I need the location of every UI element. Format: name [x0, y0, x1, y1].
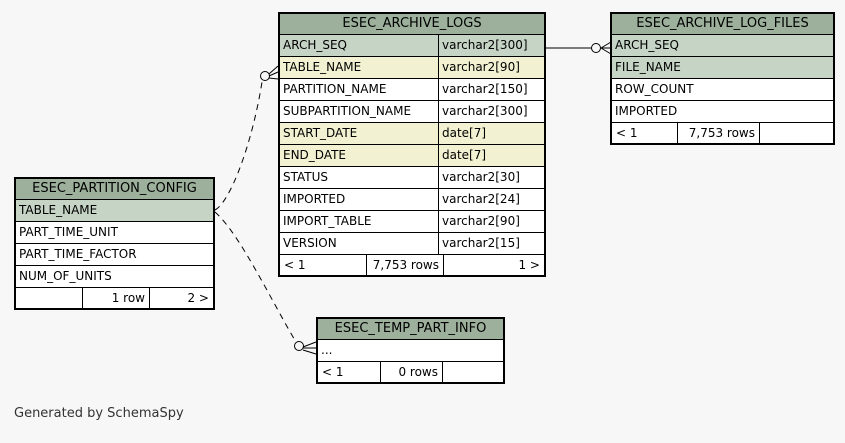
column-name: PARTITION_NAME [283, 82, 387, 96]
column-name: TABLE_NAME [283, 60, 362, 74]
column-type: varchar2[300] [438, 35, 544, 56]
column-name: ARCH_SEQ [283, 38, 347, 52]
pager-prev[interactable]: < 1 [284, 258, 306, 272]
pager-next [443, 362, 503, 382]
column-name: SUBPARTITION_NAME [283, 104, 412, 118]
table-title[interactable]: ESEC_ARCHIVE_LOGS [280, 14, 544, 35]
column-name: IMPORTED [283, 192, 346, 206]
table-title[interactable]: ESEC_PARTITION_CONFIG [16, 179, 213, 200]
column-name: ... [321, 343, 333, 357]
pager-next[interactable]: 1 > [518, 258, 540, 272]
pager-prev[interactable]: < 1 [616, 126, 638, 140]
column-type: varchar2[90] [438, 57, 544, 78]
table-esec-partition-config: ESEC_PARTITION_CONFIG TABLE_NAME PART_TI… [14, 177, 215, 310]
generated-by-note: Generated by SchemaSpy [14, 406, 184, 421]
column-name: STATUS [283, 170, 329, 184]
column-name: END_DATE [283, 148, 347, 162]
column-row: STATUS varchar2[30] [280, 167, 544, 189]
column-row: IMPORTED [612, 101, 833, 123]
column-row: ARCH_SEQ [612, 35, 833, 57]
relationship-table-name-dashed [214, 65, 279, 211]
column-type: date[7] [438, 145, 544, 166]
table-footer: < 1 7,753 rows [612, 123, 833, 143]
column-name: ARCH_SEQ [615, 38, 679, 52]
row-count: 1 row [82, 288, 150, 308]
column-row: SUBPARTITION_NAME varchar2[300] [280, 101, 544, 123]
column-row: TABLE_NAME varchar2[90] [280, 57, 544, 79]
column-row: PART_TIME_FACTOR [16, 244, 213, 266]
column-type: date[7] [438, 123, 544, 144]
pager-next[interactable]: 2 > [187, 291, 209, 305]
crows-foot-icon [268, 65, 279, 80]
table-footer: 1 row 2 > [16, 288, 213, 308]
column-row: ROW_COUNT [612, 79, 833, 101]
column-row: VERSION varchar2[15] [280, 233, 544, 255]
crows-foot-icon [302, 341, 317, 355]
column-type: varchar2[150] [438, 79, 544, 100]
pager-prev [16, 288, 82, 308]
column-name: FILE_NAME [615, 60, 681, 74]
column-name: IMPORTED [615, 104, 678, 118]
table-esec-archive-logs: ESEC_ARCHIVE_LOGS ARCH_SEQ varchar2[300]… [278, 12, 546, 277]
table-footer: < 1 7,753 rows 1 > [280, 255, 544, 275]
column-row: NUM_OF_UNITS [16, 266, 213, 288]
column-type: varchar2[30] [438, 167, 544, 188]
row-count: 7,753 rows [366, 255, 444, 275]
column-row: PARTITION_NAME varchar2[150] [280, 79, 544, 101]
pager-next [760, 123, 833, 143]
column-row: TABLE_NAME [16, 200, 213, 222]
column-name: NUM_OF_UNITS [19, 269, 112, 283]
column-row: ... [318, 340, 503, 362]
table-title[interactable]: ESEC_ARCHIVE_LOG_FILES [612, 14, 833, 35]
column-name: START_DATE [283, 126, 358, 140]
column-type: varchar2[300] [438, 101, 544, 122]
column-name: PART_TIME_UNIT [19, 225, 118, 239]
column-name: IMPORT_TABLE [283, 214, 372, 228]
table-title[interactable]: ESEC_TEMP_PART_INFO [318, 319, 503, 340]
column-row: END_DATE date[7] [280, 145, 544, 167]
column-row: START_DATE date[7] [280, 123, 544, 145]
column-type: varchar2[15] [438, 233, 544, 254]
table-esec-temp-part-info: ESEC_TEMP_PART_INFO ... < 1 0 rows [316, 317, 505, 384]
column-name: TABLE_NAME [19, 203, 98, 217]
column-row: IMPORTED varchar2[24] [280, 189, 544, 211]
column-row: IMPORT_TABLE varchar2[90] [280, 211, 544, 233]
column-type: varchar2[24] [438, 189, 544, 210]
row-count: 0 rows [380, 362, 443, 382]
column-type: varchar2[90] [438, 211, 544, 232]
column-row: FILE_NAME [612, 57, 833, 79]
table-esec-archive-log-files: ESEC_ARCHIVE_LOG_FILES ARCH_SEQ FILE_NAM… [610, 12, 835, 145]
table-footer: < 1 0 rows [318, 362, 503, 382]
column-name: PART_TIME_FACTOR [19, 247, 137, 261]
pager-prev[interactable]: < 1 [322, 365, 344, 379]
column-row: PART_TIME_UNIT [16, 222, 213, 244]
column-name: VERSION [283, 236, 337, 250]
column-name: ROW_COUNT [615, 82, 694, 96]
row-count: 7,753 rows [677, 123, 760, 143]
column-row: ARCH_SEQ varchar2[300] [280, 35, 544, 57]
relationship-arch-seq-solid [546, 41, 612, 55]
